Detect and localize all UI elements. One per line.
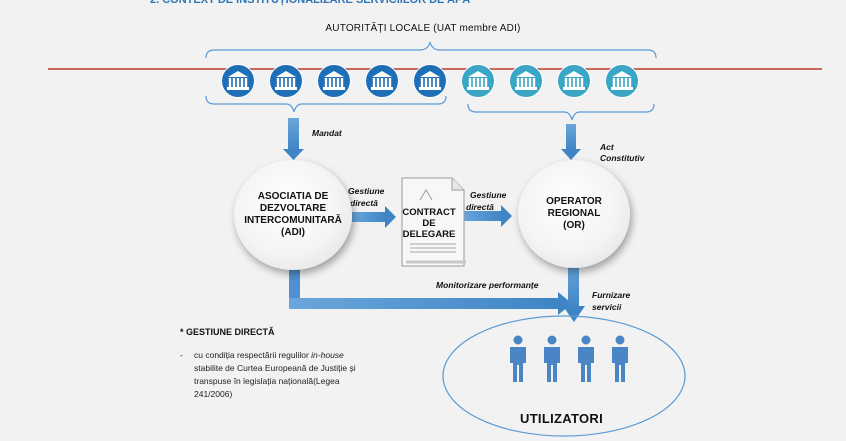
adi-line1: ASOCIATIA DE xyxy=(257,191,329,202)
note-line4: 241/2006) xyxy=(194,389,233,399)
person-icon xyxy=(544,335,560,382)
furnizare-arrow xyxy=(563,262,585,322)
gestiune-directa-2-line2: directă xyxy=(466,202,494,212)
gestiune-directa-2-line1: Gestiune xyxy=(470,190,507,200)
contract-line3: DELEGARE xyxy=(402,229,456,240)
users-icons-row xyxy=(500,335,640,383)
or-line2: REGIONAL xyxy=(547,208,601,219)
institution-icon xyxy=(557,64,591,98)
gestiune-directa-1-line2: directă xyxy=(350,198,378,208)
authorities-bracket-top xyxy=(205,41,657,59)
note-body: - cu condiția respectării regulilor in-h… xyxy=(180,349,420,401)
note-text-italic: in-house xyxy=(311,350,344,360)
utilizatori-label: UTILIZATORI xyxy=(520,411,603,426)
contract-to-or-arrow xyxy=(462,205,512,227)
person-icon xyxy=(578,335,594,382)
or-line3: (OR) xyxy=(563,220,585,231)
act-constitutiv-label-line1: Act xyxy=(600,142,614,152)
institution-icon xyxy=(509,64,543,98)
contract-line2: DE xyxy=(422,218,436,229)
act-constitutiv-label-line2: Constitutiv xyxy=(600,153,645,163)
bracket-light-group xyxy=(467,103,655,121)
note-line2: stabilite de Curtea Europeană de Justiți… xyxy=(194,363,356,373)
note-text-a: cu condiția respectării regulilor xyxy=(194,350,312,360)
adi-circle: ASOCIATIA DE DEZVOLTARE INTERCOMUNITARĂ … xyxy=(234,160,352,270)
gestiune-directa-1-line1: Gestiune xyxy=(348,186,385,196)
furnizare-label-line1: Furnizare xyxy=(592,290,631,300)
institution-icon xyxy=(221,64,255,98)
note-bullet: - xyxy=(180,350,183,360)
act-constitutiv-arrow xyxy=(561,124,581,160)
contract-line1: CONTRACT xyxy=(402,207,456,218)
adi-to-contract-arrow xyxy=(352,206,396,228)
institution-icon xyxy=(413,64,447,98)
contract-document-icon xyxy=(401,177,466,267)
institution-icon xyxy=(269,64,303,98)
furnizare-label-line2: servicii xyxy=(592,302,622,312)
institution-icon xyxy=(605,64,639,98)
adi-line3: INTERCOMUNITARĂ xyxy=(244,215,342,226)
monitorizare-label: Monitorizare performanțe xyxy=(436,280,539,290)
person-icon xyxy=(612,335,628,382)
bracket-dark-group xyxy=(205,95,447,113)
note-line3: transpuse în legislația națională(Legea xyxy=(194,376,340,386)
monitorizare-arrow xyxy=(289,262,572,315)
adi-line2: DEZVOLTARE xyxy=(259,203,327,214)
contract-label: CONTRACT DE DELEGARE xyxy=(398,207,460,240)
note-title: * GESTIUNE DIRECTĂ xyxy=(180,327,275,337)
autoritati-locale-label: AUTORITĂȚI LOCALE (UAT membre ADI) xyxy=(325,23,521,34)
authority-icons-row xyxy=(221,64,651,98)
person-icon xyxy=(510,335,526,382)
adi-line4: (ADI) xyxy=(281,227,305,238)
institution-icon xyxy=(317,64,351,98)
operator-regional-circle: OPERATOR REGIONAL (OR) xyxy=(518,160,630,268)
mandat-label: Mandat xyxy=(312,128,342,138)
mandat-arrow xyxy=(283,118,304,160)
or-line1: OPERATOR xyxy=(546,196,602,207)
institution-icon xyxy=(461,64,495,98)
institution-icon xyxy=(365,64,399,98)
slide-title-partial: 2. CONTEXT DE INSTITUȚIONALIZARE SERVICI… xyxy=(150,0,471,6)
users-ellipse xyxy=(442,315,686,437)
